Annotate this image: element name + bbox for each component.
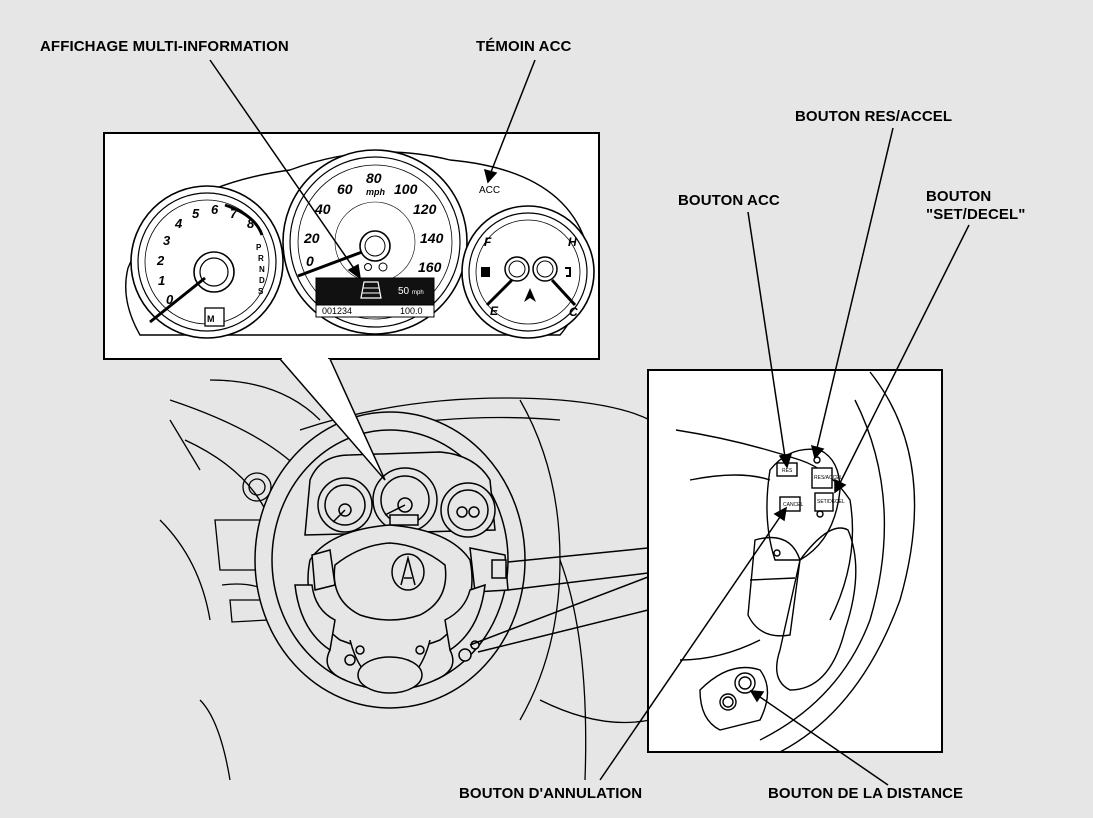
callout-arrows <box>209 59 970 786</box>
tacho-tick-5: 5 <box>192 206 200 221</box>
label-set-decel-button-line1: BOUTON <box>926 188 992 205</box>
speedo-tick-100: 100 <box>394 181 418 197</box>
svg-text:RES/ACCEL: RES/ACCEL <box>814 475 843 481</box>
label-multi-information-display: AFFICHAGE MULTI-INFORMATION <box>40 38 289 55</box>
svg-text:SET/DECEL: SET/DECEL <box>817 499 845 505</box>
speedo-tick-160: 160 <box>418 259 442 275</box>
tacho-tick-2: 2 <box>156 253 165 268</box>
temp-hot: H <box>568 235 577 249</box>
fuel-pump-icon <box>481 267 490 277</box>
speedo-tick-40: 40 <box>314 201 331 217</box>
odometer: 001234 <box>322 306 352 316</box>
acc-indicator-text: ACC <box>479 185 500 196</box>
gear-p: P <box>256 243 262 252</box>
gear-d: D <box>259 276 265 285</box>
label-distance-button: BOUTON DE LA DISTANCE <box>768 785 964 802</box>
switch-inset: RES CANCEL RES/ACCEL SET/DECEL <box>647 369 943 753</box>
gear-n: N <box>259 265 265 274</box>
gear-r: R <box>258 254 264 263</box>
label-res-accel-button: BOUTON RES/ACCEL <box>795 108 953 125</box>
svg-text:CANCEL: CANCEL <box>783 502 804 508</box>
inset-leader-lines <box>469 547 649 653</box>
gear-indicator: M <box>207 314 215 324</box>
fuel-empty: E <box>490 304 499 318</box>
speedo-tick-80: 80 <box>366 170 382 186</box>
label-acc-button: BOUTON ACC <box>678 192 780 209</box>
seatbelt-icon <box>524 288 536 302</box>
tacho-tick-4: 4 <box>174 216 183 231</box>
speedo-unit: mph <box>366 187 386 197</box>
tacho-tick-8: 8 <box>247 216 255 231</box>
speedo-tick-0: 0 <box>306 253 314 269</box>
speedo-tick-60: 60 <box>337 181 353 197</box>
svg-text:RES: RES <box>782 468 793 474</box>
speedo-tick-120: 120 <box>413 201 437 217</box>
speedo-tick-20: 20 <box>303 230 320 246</box>
display-unit: mph <box>412 290 424 296</box>
speedo-tick-140: 140 <box>420 230 444 246</box>
label-set-decel-button-line2: "SET/DECEL" <box>926 206 1026 223</box>
fuel-full: F <box>484 235 492 249</box>
tacho-tick-1: 1 <box>158 273 165 288</box>
coolant-icon <box>565 267 571 277</box>
tacho-tick-6: 6 <box>211 202 219 217</box>
dashboard-drawing <box>159 379 651 781</box>
label-acc-indicator: TÉMOIN ACC <box>476 38 572 55</box>
gear-s: S <box>258 287 264 296</box>
trip-meter: 100.0 <box>400 306 423 316</box>
tacho-tick-0: 0 <box>166 292 174 307</box>
label-cancel-button: BOUTON D'ANNULATION <box>459 785 643 802</box>
acura-logo <box>391 553 425 591</box>
display-speed: 50 <box>398 286 410 297</box>
temp-cold: C <box>569 305 578 319</box>
steering-wheel <box>254 411 526 709</box>
tacho-tick-7: 7 <box>230 206 238 221</box>
cluster-inset: 0 1 2 3 4 5 6 7 8 P R N D S M 0 20 40 60… <box>103 132 600 481</box>
tacho-tick-3: 3 <box>163 233 171 248</box>
